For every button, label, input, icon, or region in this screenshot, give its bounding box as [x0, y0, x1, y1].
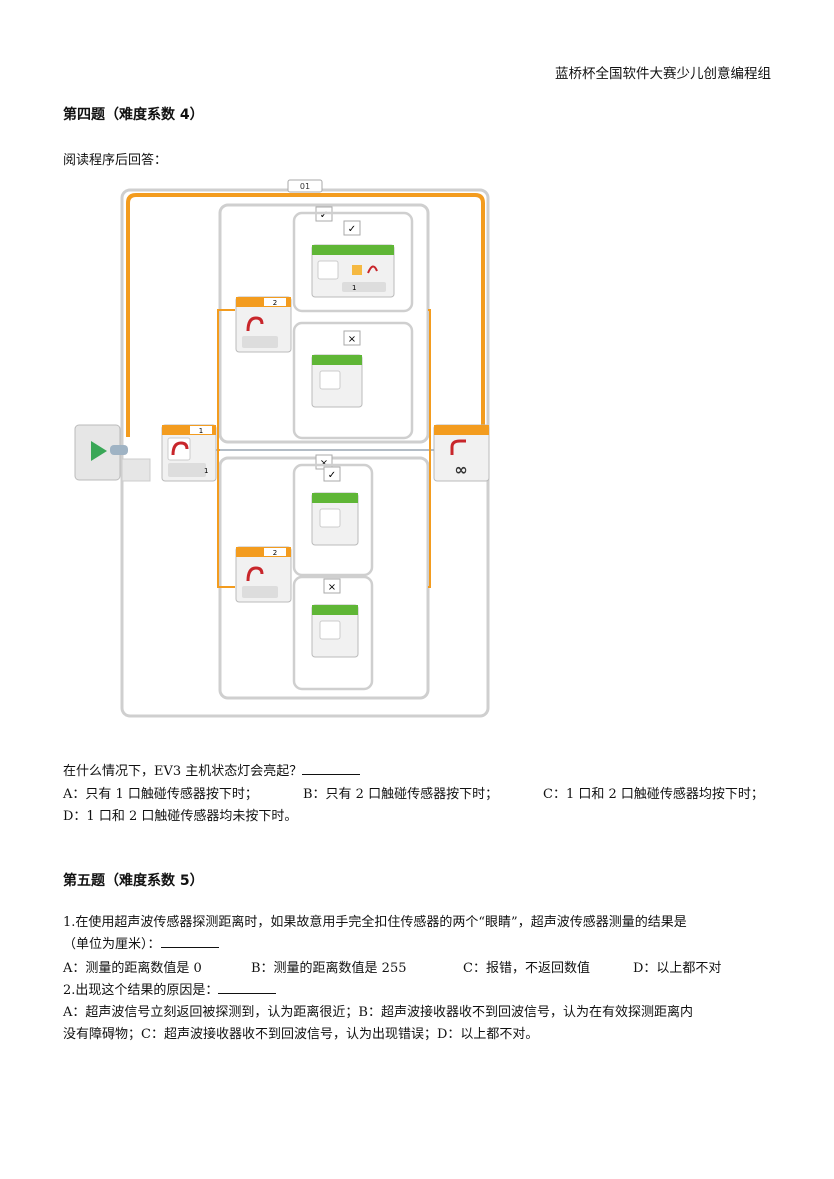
question-5-2-options-line2: 没有障碍物；C：超声波接收器收不到回波信号，认为出现错误；D：以上都不对。	[63, 1027, 539, 1042]
question-4-options-row1: A：只有 1 口触碰传感器按下时； B：只有 2 口触碰传感器按下时； C：1 口和…	[63, 783, 764, 802]
loop-arrow-icon	[450, 439, 466, 455]
q5-option-b: B：测量的距离数值是 255	[251, 961, 407, 976]
inner-switch-bottom-port: 2	[273, 549, 277, 557]
start-block	[74, 424, 151, 482]
q5-option-d: D：以上都不对	[633, 961, 722, 976]
play-icon	[91, 441, 107, 461]
answer-blank	[160, 934, 219, 948]
outer-switch-port: 1	[199, 427, 203, 435]
answer-blank	[218, 980, 277, 994]
question-5-2-line: 2.出现这个结果的原因是：	[63, 979, 277, 998]
outer-case-true-label: ✓	[320, 210, 328, 221]
outer-case-true-frame	[218, 203, 430, 444]
option-a: A：只有 1 口触碰传感器按下时；	[63, 787, 258, 802]
competition-header: 蓝桥杯全国软件大赛少儿创意编程组	[555, 66, 771, 82]
inner-bottom-true-label: ✓	[328, 470, 336, 481]
loop-end-block: ∞	[433, 424, 490, 482]
ev3-program-diagram: 01 1 1 ∞ ✓ × 2	[74, 179, 490, 718]
question-4-prompt: 在什么情况下，EV3 主机状态灯会亮起？	[63, 760, 361, 779]
inner-bottom-false-label: ×	[328, 582, 336, 593]
option-b: B：只有 2 口触碰传感器按下时；	[303, 787, 499, 802]
question-4-title: 第四题（难度系数 4）	[63, 107, 204, 123]
inner-top-false-label: ×	[348, 334, 356, 345]
inner-switch-bottom: 2 ✓ ×	[235, 463, 374, 691]
inner-switch-top-port: 2	[273, 299, 277, 307]
outer-switch-value: 1	[204, 467, 208, 475]
inner-switch-top: 2 ✓ × 1	[235, 211, 414, 440]
infinity-symbol: ∞	[454, 460, 467, 479]
question-5-2-options-line1: A：超声波信号立刻返回被探测到，认为距离很近；B：超声波接收器收不到回波信号，认…	[63, 1005, 693, 1020]
option-c: C：1 口和 2 口触碰传感器均按下时；	[543, 787, 764, 802]
answer-blank	[302, 761, 361, 775]
q5-option-a: A：测量的距离数值是 0	[63, 961, 202, 976]
question-5-1-options: A：测量的距离数值是 0 B：测量的距离数值是 255 C：报错，不返回数值 D：以上…	[63, 957, 721, 976]
loop-label: 01	[300, 182, 310, 191]
question-5-2-text: 2.出现这个结果的原因是：	[63, 983, 219, 998]
q5-option-c: C：报错，不返回数值	[463, 961, 590, 976]
outer-switch-block: 1 1	[161, 424, 217, 482]
led-block-value: 1	[352, 284, 356, 292]
question-4-instruction: 阅读程序后回答：	[63, 153, 168, 168]
question-5-1-line1: 1.在使用超声波传感器探测距离时，如果故意用手完全扣住传感器的两个“眼睛”，超声…	[63, 915, 687, 930]
switch-arrow-icon	[171, 441, 189, 456]
option-d: D：1 口和 2 口触碰传感器均未按下时。	[63, 809, 298, 824]
question-5-title: 第五题（难度系数 5）	[63, 873, 204, 889]
outer-case-false-label: ×	[320, 458, 328, 469]
question-5-1-line2: （单位为厘米）：	[63, 933, 219, 952]
inner-top-true-label: ✓	[348, 224, 356, 235]
question-5-1-line2-text: （单位为厘米）：	[63, 937, 161, 952]
question-4-text: 在什么情况下，EV3 主机状态灯会亮起？	[63, 764, 303, 779]
